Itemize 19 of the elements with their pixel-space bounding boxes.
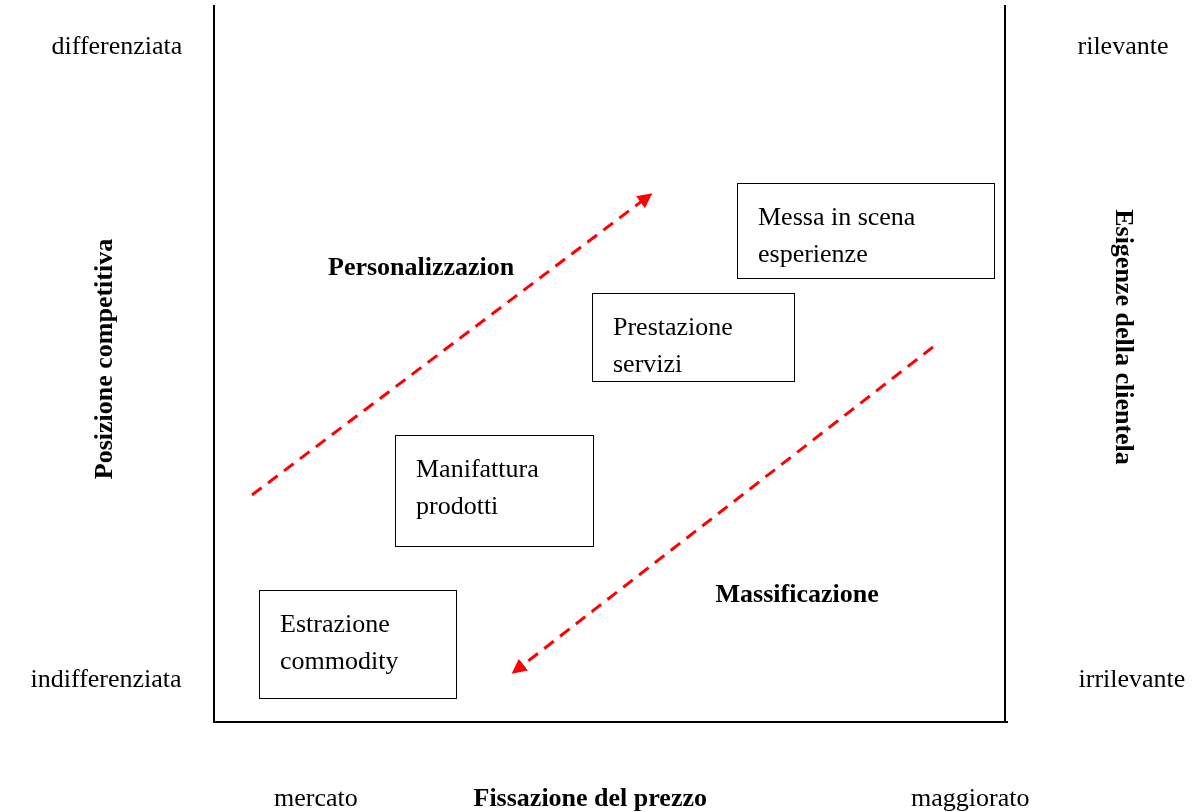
trend-label: Massificazione [715, 579, 879, 609]
axis-title: Posizione competitiva [89, 238, 120, 480]
trend-label: Personalizzazion [328, 252, 515, 282]
stage-box [259, 590, 457, 699]
axis-end-label: maggiorato [911, 783, 1030, 812]
axis-end-label: rilevante [1077, 31, 1169, 61]
stage-box [737, 183, 995, 279]
axis-end-label: indifferenziata [30, 664, 182, 694]
stage-label: Prestazione servizi [613, 311, 734, 380]
axis-end-label: irrilevante [1078, 664, 1186, 694]
stage-box [395, 435, 594, 547]
stage-label: Estrazione commodity [280, 608, 400, 677]
stage-label: Manifattura prodotti [416, 453, 540, 522]
axis-title: Fissazione del prezzo [473, 783, 707, 812]
stage-label: Messa in scena esperienze [758, 201, 917, 270]
axis-title: Esigenze della clientela [1108, 209, 1139, 465]
stage-box [592, 293, 795, 382]
axis-end-label: differenziata [51, 31, 183, 61]
axis-end-label: mercato [274, 783, 358, 812]
